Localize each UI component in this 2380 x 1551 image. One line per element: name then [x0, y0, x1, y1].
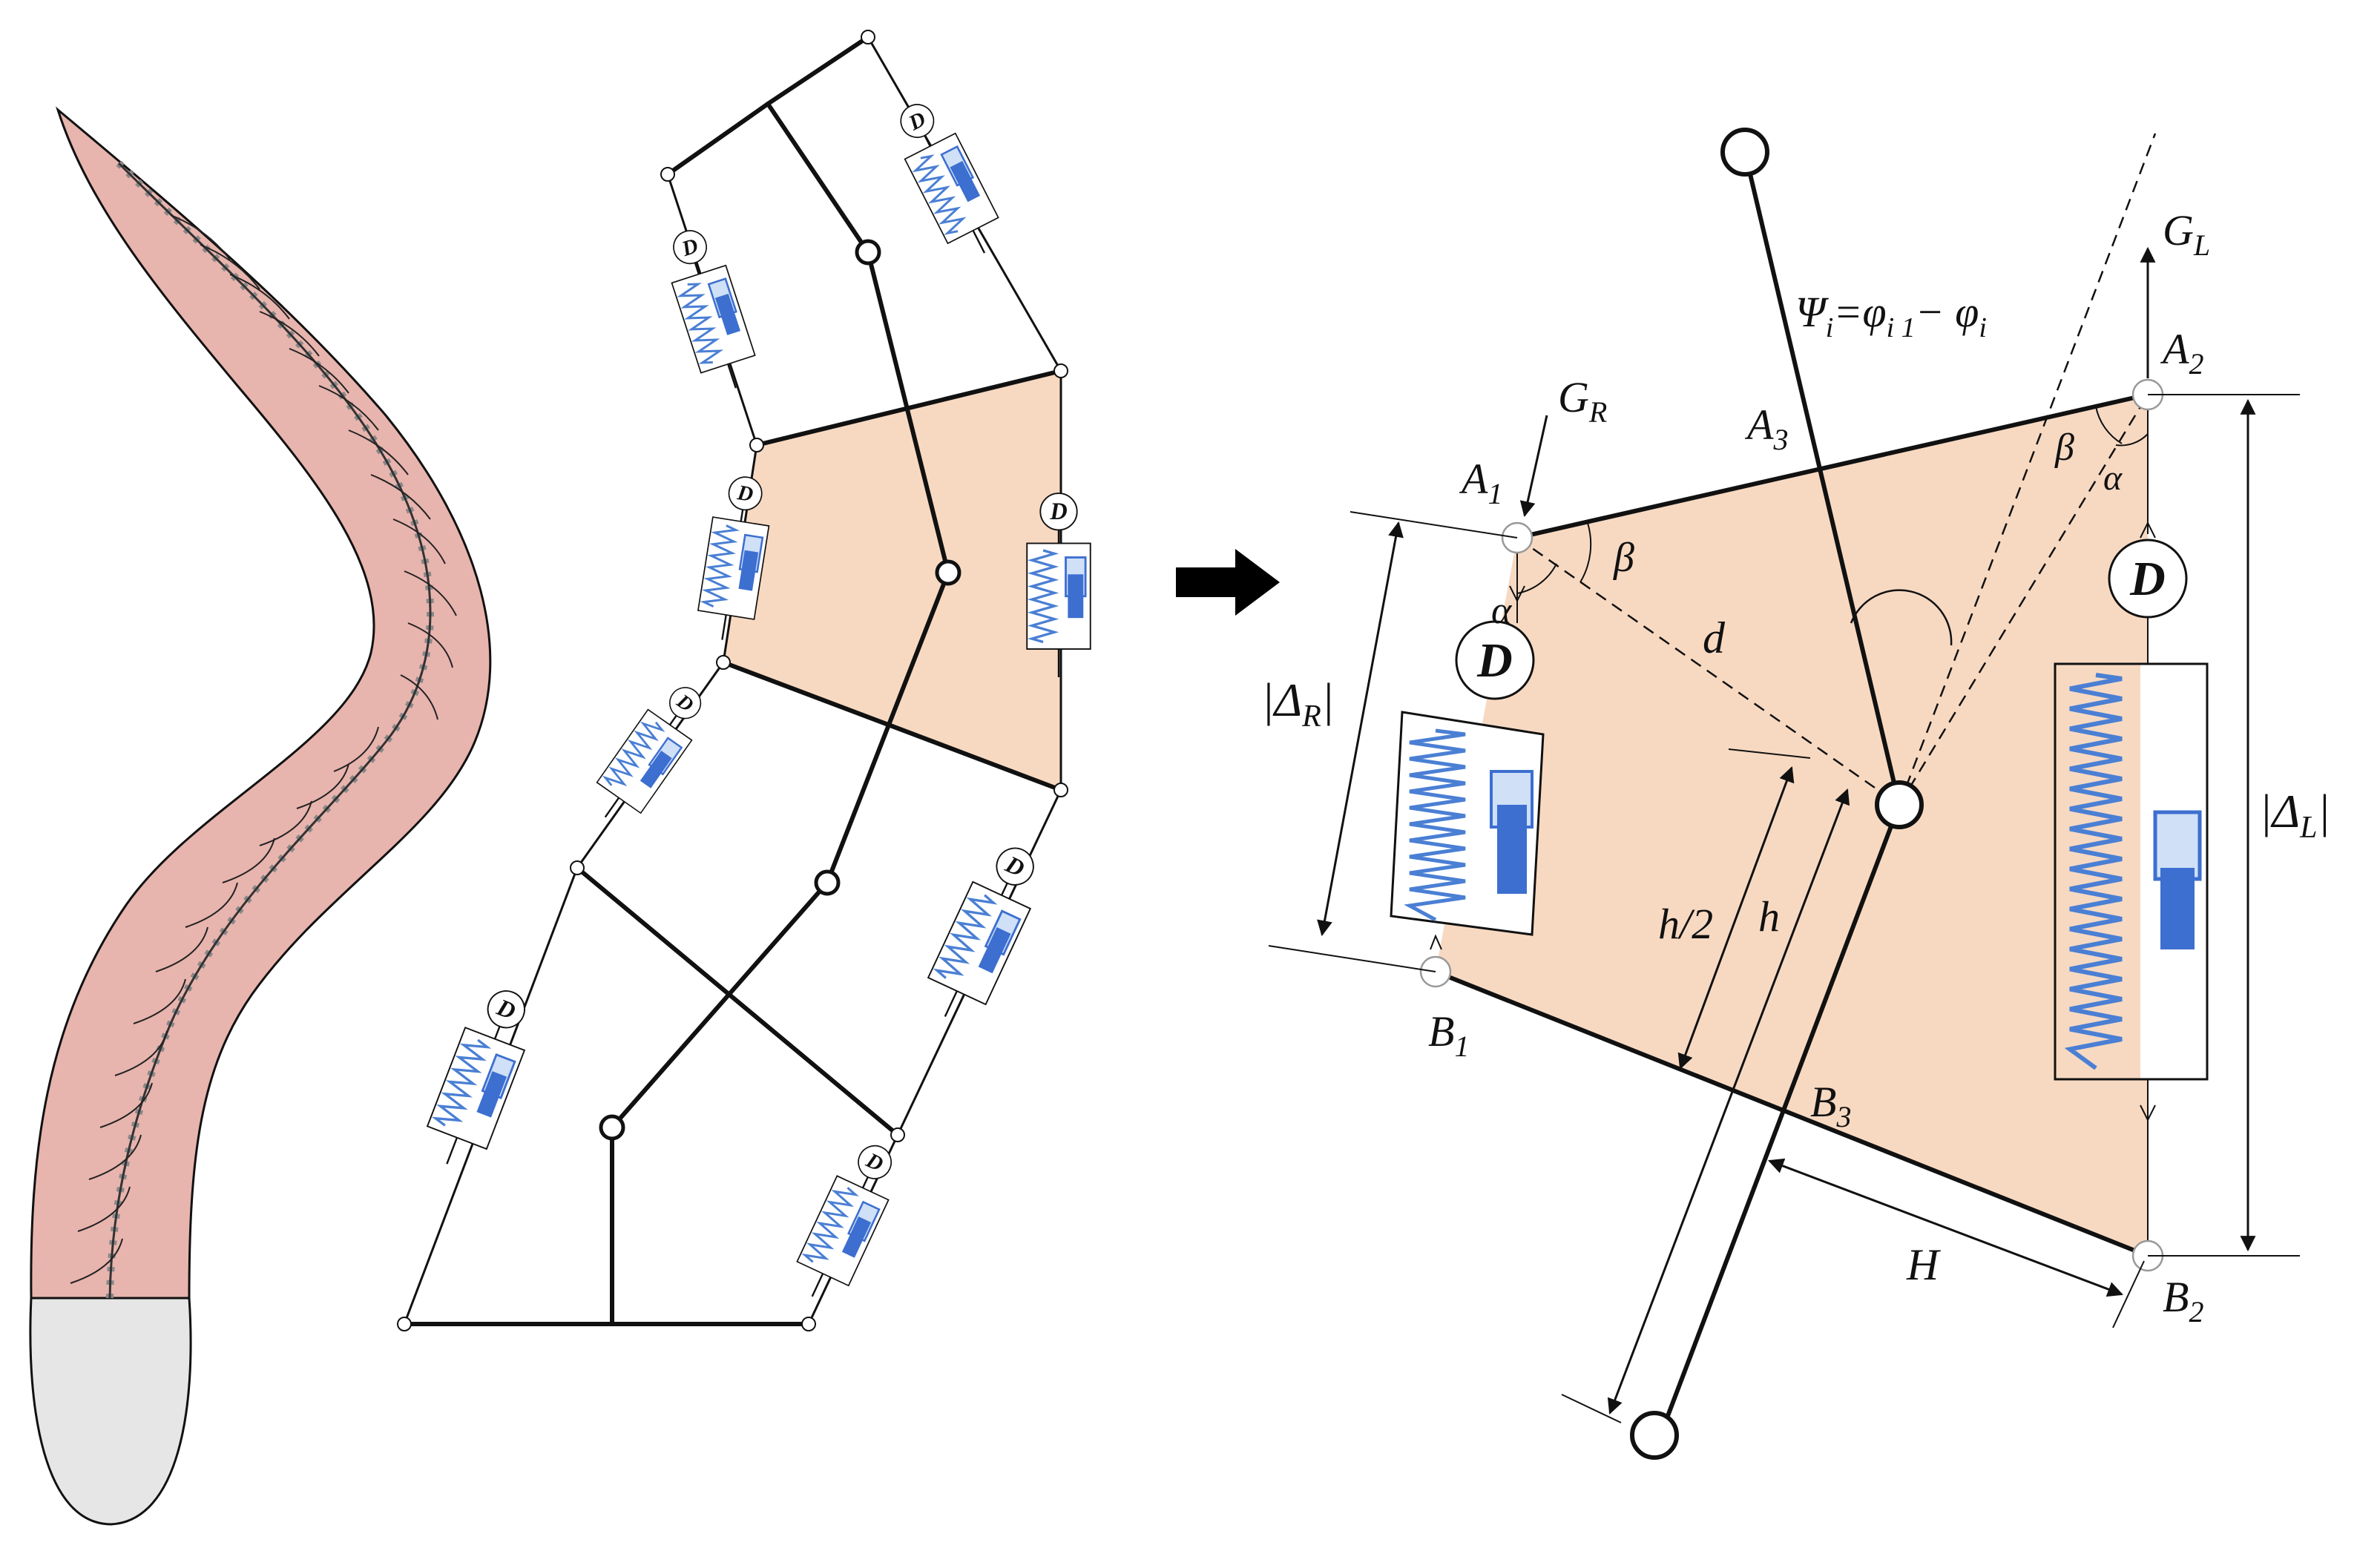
piston-icon [950, 160, 981, 202]
worm-illustration [29, 106, 492, 1526]
damper-symbol: D [487, 990, 525, 1029]
piston-icon [1497, 805, 1527, 894]
spring-icon [933, 894, 998, 979]
damper-symbol: D [1039, 493, 1078, 531]
damper-symbol: D [996, 847, 1034, 886]
damper-symbol: D [673, 230, 707, 265]
svg-text:A1: A1 [1459, 455, 1502, 510]
unit-detail-right: D [2054, 539, 2209, 1142]
svg-text:D: D [1476, 633, 1513, 688]
svg-text:B2: B2 [2163, 1273, 2203, 1328]
gr-label: G [1558, 373, 1589, 421]
spring-icon [602, 721, 665, 786]
svg-text:D: D [1049, 498, 1067, 524]
highlighted-segment [723, 371, 1061, 790]
spring-icon [1027, 549, 1059, 644]
transition-arrow [1176, 549, 1280, 616]
worm-head [29, 1297, 192, 1526]
svg-text:A3: A3 [1744, 401, 1788, 456]
unit-lower-left: D [596, 687, 702, 818]
spring-icon [700, 524, 740, 607]
unit-bottom-left: D [426, 990, 526, 1165]
worm-body [30, 106, 492, 1300]
piston-icon [978, 927, 1011, 974]
spring-icon [677, 283, 724, 364]
svg-text:D: D [2129, 552, 2166, 606]
svg-text:|ΔR|: |ΔR| [1261, 674, 1334, 734]
unit-bottom-right: D [796, 1145, 892, 1297]
svg-text:GR: GR [1558, 373, 1607, 429]
labels: GR GL A1 A2 A3 B1 B2 B3 β α β α d h/2 h … [1261, 206, 2330, 1328]
unit-mid-right: D [1026, 493, 1091, 678]
svg-text:β: β [1613, 535, 1634, 581]
svg-text:d: d [1703, 613, 1726, 662]
worm-spine-core [108, 162, 432, 1299]
worm-ribs [70, 214, 457, 1284]
piston-icon [841, 1216, 872, 1258]
piston-icon [714, 293, 741, 335]
unit-upper-left: D [671, 230, 756, 389]
unit-detail-left: D [1390, 620, 1545, 936]
spine-joints [599, 239, 961, 1141]
svg-text:Ψi=φi 1− φi: Ψi=φi 1− φi [1795, 288, 1987, 343]
unit-mid-left: D [697, 476, 770, 640]
unit-upper-right: D [900, 104, 999, 254]
svg-text:D: D [735, 481, 755, 507]
svg-text:h: h [1758, 892, 1780, 941]
piston-icon [2160, 868, 2195, 949]
damper-symbol: D [1455, 620, 1535, 700]
unit-lower-right: D [927, 847, 1034, 1018]
damper-symbol: D [728, 476, 763, 511]
svg-text:α: α [2103, 458, 2123, 498]
spring-icon [431, 1038, 492, 1127]
detail-segment: DD [1268, 128, 2300, 1460]
svg-text:H: H [1906, 1240, 1942, 1289]
piston-icon [738, 550, 759, 591]
svg-text:B3: B3 [1810, 1078, 1851, 1133]
segment-chain: D D D D D D D D [397, 30, 1091, 1331]
damper-symbol: D [900, 104, 935, 139]
piston-icon [1068, 574, 1084, 619]
svg-text:α: α [1491, 590, 1513, 632]
svg-text:B1: B1 [1428, 1007, 1469, 1063]
svg-text:GL: GL [2163, 206, 2210, 262]
spring-icon [1404, 728, 1466, 922]
svg-text:A2: A2 [2160, 325, 2203, 381]
corner-nodes [397, 30, 1068, 1331]
damper-symbol: D [858, 1145, 892, 1179]
damper-symbol: D [2108, 539, 2188, 619]
svg-text:h/2: h/2 [1658, 900, 1713, 948]
piston-icon [640, 751, 672, 788]
spring-icon [801, 1187, 859, 1263]
detail-segment-fill [1436, 395, 2148, 1256]
svg-text:|ΔL|: |ΔL| [2259, 785, 2330, 845]
spring-icon [2064, 673, 2123, 1070]
piston-icon [476, 1071, 507, 1118]
svg-text:β: β [2054, 427, 2074, 469]
damper-symbol: D [668, 687, 702, 719]
spring-icon [912, 154, 967, 235]
